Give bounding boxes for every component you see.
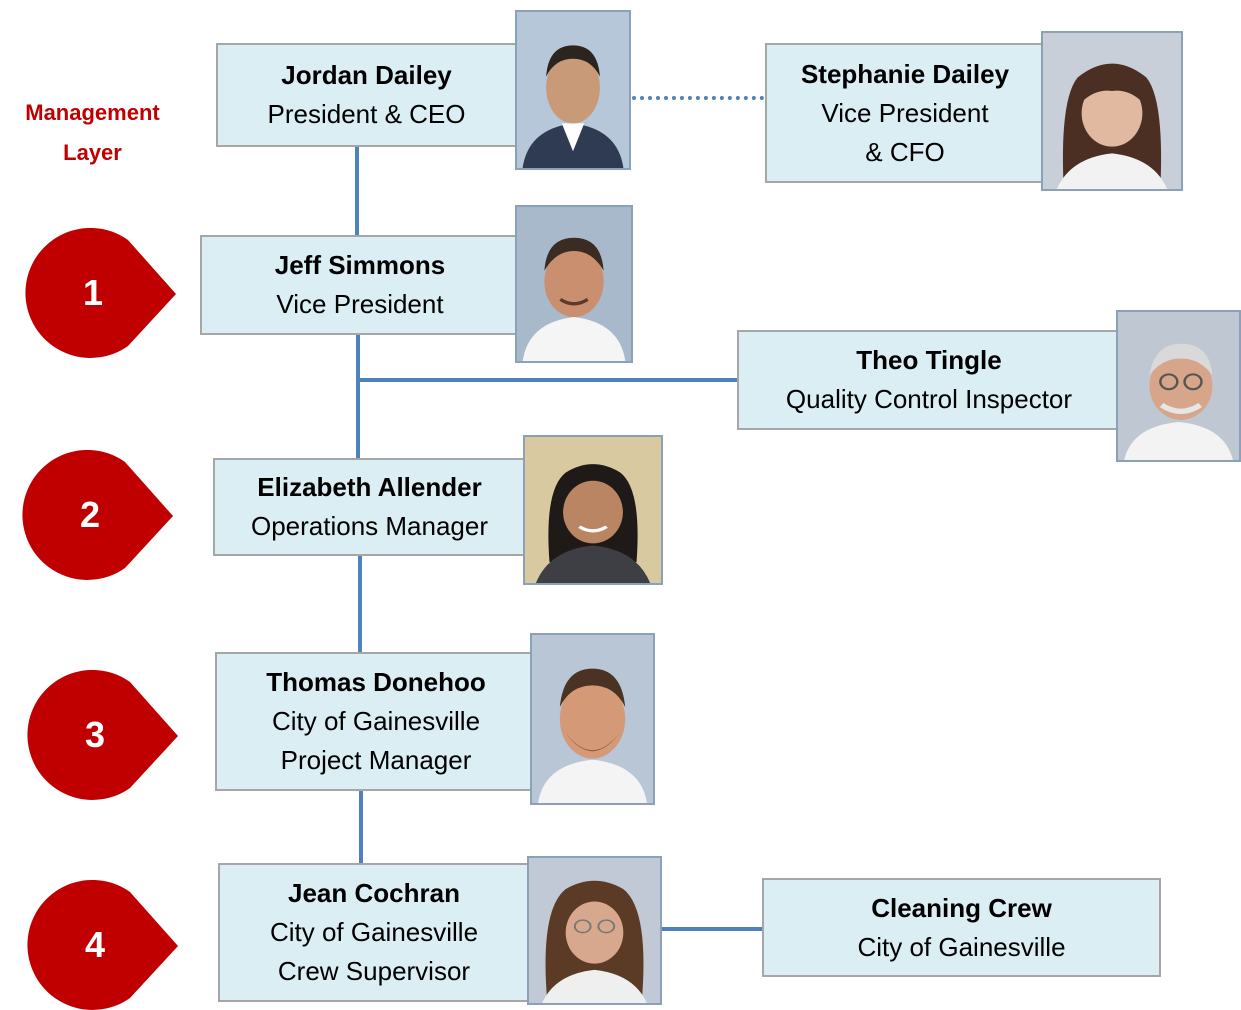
person-name: Stephanie Dailey <box>800 58 1010 89</box>
connector-jeff-theo <box>358 378 738 382</box>
person-name: Elizabeth Allender <box>257 472 482 502</box>
org-box-cleaning-crew: Cleaning Crew City of Gainesville <box>762 878 1161 977</box>
person-name: Jordan Dailey <box>281 60 452 90</box>
photo-elizabeth-allender <box>523 435 663 585</box>
photo-thomas-donehoo <box>530 633 655 805</box>
org-box-theo-tingle: Theo Tingle Quality Control Inspector <box>737 330 1121 430</box>
connector-jordan-jeff <box>355 146 359 236</box>
person-title: City of Gainesville <box>269 917 479 947</box>
person-name: Jeff Simmons <box>274 250 446 280</box>
photo-theo-tingle <box>1116 310 1241 462</box>
person-name: Jean Cochran <box>288 878 460 908</box>
connector-ceo-cfo-dotted <box>632 96 764 100</box>
person-title: President & CEO <box>267 99 466 129</box>
level-marker-4: 4 <box>20 880 200 1010</box>
photo-jean-cochran <box>527 856 662 1005</box>
org-box-thomas-donehoo: Thomas Donehoo City of Gainesville Proje… <box>215 652 537 791</box>
person-title: City of Gainesville <box>271 706 481 736</box>
person-name: Thomas Donehoo <box>266 667 486 697</box>
org-box-jean-cochran: Jean Cochran City of Gainesville Crew Su… <box>218 863 530 1002</box>
connector-jeff-elizabeth <box>356 334 360 458</box>
person-title-2: Project Manager <box>280 745 472 775</box>
level-marker-1: 1 <box>18 228 198 358</box>
person-title: City of Gainesville <box>857 931 1066 962</box>
person-name: Cleaning Crew <box>871 892 1052 923</box>
photo-stephanie-dailey <box>1041 31 1183 191</box>
photo-jeff-simmons <box>515 205 633 363</box>
person-title-2: Crew Supervisor <box>277 956 471 986</box>
person-title: Operations Manager <box>250 511 489 541</box>
photo-jordan-dailey <box>515 10 631 170</box>
person-title: Vice President <box>276 289 444 319</box>
org-box-stephanie-dailey: Stephanie Dailey Vice President & CFO <box>765 43 1045 183</box>
org-box-jordan-dailey: Jordan Dailey President & CEO <box>216 43 517 147</box>
level-number: 4 <box>84 924 106 965</box>
connector-elizabeth-thomas <box>358 555 362 652</box>
level-number: 2 <box>79 494 101 535</box>
org-box-jeff-simmons: Jeff Simmons Vice President <box>200 235 520 335</box>
person-title: Quality Control Inspector <box>785 384 1073 414</box>
person-name: Theo Tingle <box>856 345 1002 375</box>
management-layer-label: Management Layer <box>25 100 160 165</box>
person-title-2: & CFO <box>865 136 945 167</box>
level-marker-3: 3 <box>20 670 200 800</box>
level-number: 1 <box>82 272 104 313</box>
connector-thomas-jean <box>359 790 363 864</box>
person-title: Vice President <box>821 97 989 128</box>
level-marker-2: 2 <box>15 450 195 580</box>
level-number: 3 <box>84 714 106 755</box>
org-box-elizabeth-allender: Elizabeth Allender Operations Manager <box>213 458 526 556</box>
connector-jean-crew <box>660 927 762 931</box>
